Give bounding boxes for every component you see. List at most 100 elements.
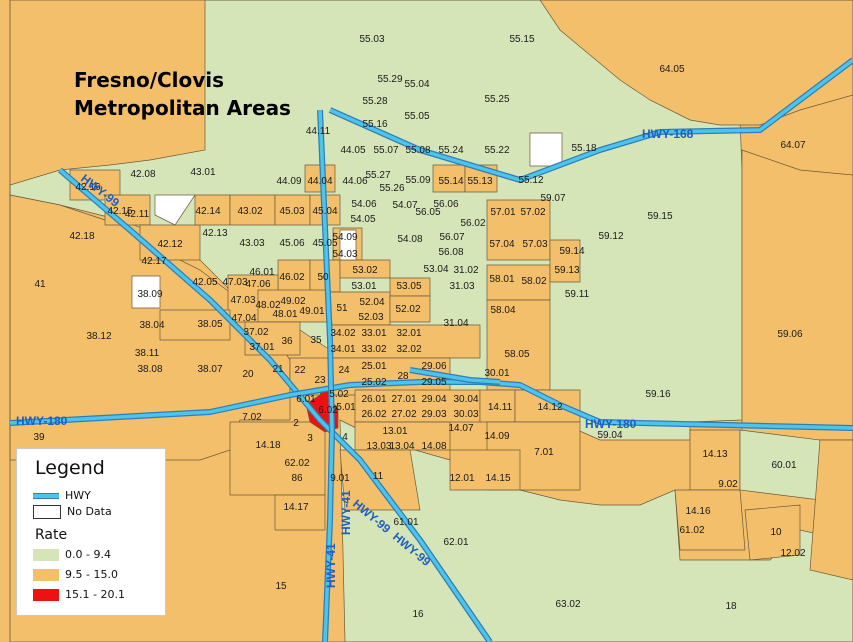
tract-label: 45.04 bbox=[312, 206, 337, 217]
tract-64-05 bbox=[539, 0, 853, 126]
tract-label: 27.01 bbox=[391, 394, 416, 405]
tract-label: 55.08 bbox=[405, 145, 430, 156]
tract-label: 55.27 bbox=[365, 170, 390, 181]
legend-hwy-row: HWY bbox=[33, 489, 91, 502]
hwy-168-label: HWY-168 bbox=[642, 127, 694, 141]
hwy-180-line bbox=[9, 380, 853, 430]
tract-label: 51 bbox=[336, 303, 348, 314]
tract-label: 26.02 bbox=[361, 409, 386, 420]
tract-label: 55.07 bbox=[373, 145, 398, 156]
tract-label: 56.02 bbox=[460, 218, 485, 229]
tract-label: 42.15 bbox=[107, 206, 132, 217]
tract-label: 55.13 bbox=[467, 176, 492, 187]
tract-label: 59.13 bbox=[554, 265, 579, 276]
tract-label: 52.04 bbox=[359, 297, 384, 308]
tract-label: 64.07 bbox=[780, 140, 805, 151]
tract-label: 3 bbox=[307, 433, 313, 444]
tract-label: 55.05 bbox=[404, 111, 429, 122]
tract-label: 54.06 bbox=[351, 199, 376, 210]
tract-52-02 bbox=[389, 295, 431, 323]
tract-label: 47.03 bbox=[230, 295, 255, 306]
tract-label: 33.01 bbox=[361, 328, 386, 339]
map-title-line-2: Metropolitan Areas bbox=[74, 96, 291, 120]
tract-14-15-17 bbox=[449, 449, 521, 491]
tract-label: 42.14 bbox=[195, 206, 220, 217]
tract-label: 10 bbox=[770, 527, 782, 538]
tract-10 bbox=[274, 494, 326, 531]
tract-63-02 bbox=[809, 439, 853, 581]
tract-label: 32.01 bbox=[396, 328, 421, 339]
tract-label: 31.02 bbox=[453, 265, 478, 276]
tract-label: 13.03 bbox=[366, 441, 391, 452]
tract-label: 53.01 bbox=[351, 281, 376, 292]
tract-label: 31.04 bbox=[443, 318, 468, 329]
tract-label: 57.03 bbox=[522, 239, 547, 250]
tract-label: 14.13 bbox=[702, 449, 727, 460]
hwy-41-label-lower: HWY-41 bbox=[324, 543, 338, 588]
tract-label: 62.01 bbox=[443, 537, 468, 548]
hwy-41-label-upper: HWY-41 bbox=[339, 490, 353, 535]
tract-label: 56.06 bbox=[433, 199, 458, 210]
tract-label: 42.17 bbox=[141, 256, 166, 267]
tract-label: 54.08 bbox=[397, 234, 422, 245]
tract-label: 58.02 bbox=[521, 276, 546, 287]
tract-label: 55.29 bbox=[377, 74, 402, 85]
tract-label: 14.09 bbox=[484, 431, 509, 442]
legend: Legend HWY No Data Rate 0.0 - 9.4 9.5 - … bbox=[16, 448, 166, 616]
tract-label: 56.05 bbox=[415, 207, 440, 218]
tract-label: 58.01 bbox=[489, 274, 514, 285]
tract-label: 52.03 bbox=[358, 312, 383, 323]
tract-label: 30.01 bbox=[484, 368, 509, 379]
tract-label: 55.26 bbox=[379, 183, 404, 194]
hwy-168-line bbox=[329, 58, 853, 182]
tract-label: 35 bbox=[310, 335, 322, 346]
tract-label: 58.04 bbox=[490, 305, 515, 316]
legend-rate-title: Rate bbox=[35, 527, 68, 543]
legend-class-row: 0.0 - 9.4 bbox=[33, 548, 111, 561]
tract-label: 29.04 bbox=[421, 394, 446, 405]
tract-label: 16 bbox=[412, 609, 424, 620]
legend-class-row: 15.1 - 20.1 bbox=[33, 588, 125, 601]
tract-label: 55.03 bbox=[359, 34, 384, 45]
tract-label: 32.02 bbox=[396, 344, 421, 355]
tract-label: 38.07 bbox=[197, 364, 222, 375]
tract-label: 58.05 bbox=[504, 349, 529, 360]
tract-label: 53.02 bbox=[352, 265, 377, 276]
tract-label: 48.01 bbox=[272, 309, 297, 320]
tract-label: 25.01 bbox=[361, 361, 386, 372]
tract-label: 50 bbox=[317, 272, 329, 283]
tract-label: 48.02 bbox=[255, 300, 280, 311]
tract-label: 14.16 bbox=[685, 506, 710, 517]
tract-label: 11 bbox=[373, 471, 384, 482]
tract-62-01 bbox=[744, 504, 801, 561]
tract-label: 63.02 bbox=[555, 599, 580, 610]
map-title-line-1: Fresno/Clovis bbox=[74, 68, 225, 92]
map-title: Fresno/Clovis Metropolitan Areas bbox=[74, 66, 334, 122]
tract-label: 55.22 bbox=[484, 145, 509, 156]
tract-label: 55.15 bbox=[509, 34, 534, 45]
tract-label: 42.13 bbox=[202, 228, 227, 239]
tract-label: 47.06 bbox=[245, 279, 270, 290]
legend-class-label: 9.5 - 15.0 bbox=[65, 568, 118, 581]
tract-label: 44.11 bbox=[306, 126, 331, 137]
nodata-tract-2 bbox=[529, 132, 563, 167]
tract-label: 47.03 bbox=[222, 277, 247, 288]
tract-label: 42.16 bbox=[75, 182, 100, 193]
tract-label: 31.03 bbox=[449, 281, 474, 292]
tract-label: 38.09 bbox=[137, 289, 162, 300]
tract-label: 55.25 bbox=[484, 94, 509, 105]
tract-label: 59.15 bbox=[647, 211, 672, 222]
tract-label: 33.02 bbox=[361, 344, 386, 355]
tract-label: 46.02 bbox=[279, 272, 304, 283]
tract-label: 30.03 bbox=[453, 409, 478, 420]
tract-label: 27.02 bbox=[391, 409, 416, 420]
tract-label: 44.09 bbox=[276, 176, 301, 187]
tract-label: 24 bbox=[338, 365, 350, 376]
tract-label: 22 bbox=[294, 365, 306, 376]
tract-label: 55.24 bbox=[438, 145, 463, 156]
tract-label: 29.05 bbox=[421, 377, 446, 388]
tract-label: 53.04 bbox=[423, 264, 448, 275]
tract-label: 43.03 bbox=[239, 238, 264, 249]
